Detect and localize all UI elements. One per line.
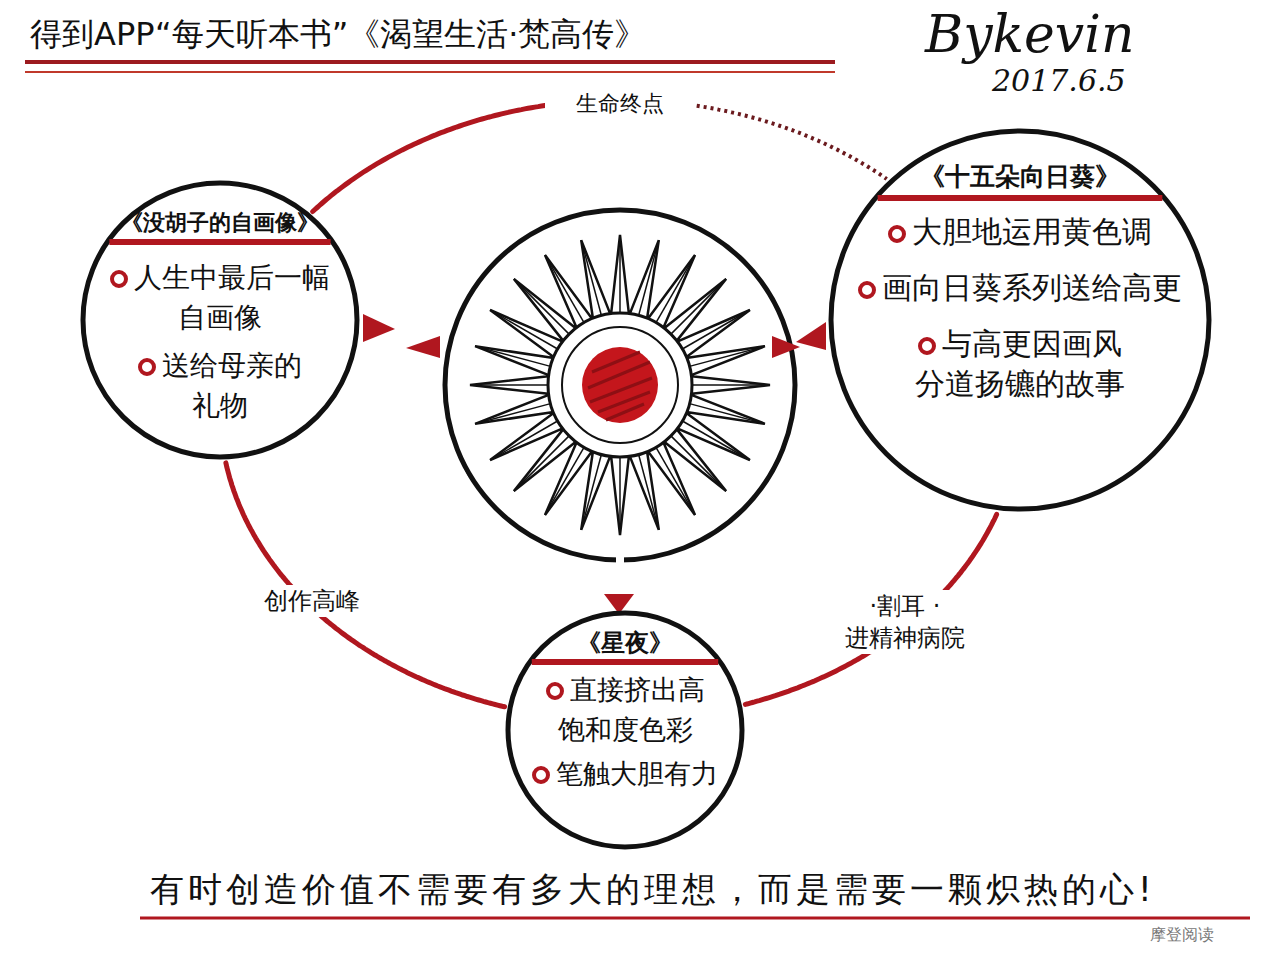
edge-label: ·割耳 ·进精神病院 bbox=[810, 590, 1000, 654]
caption-underline bbox=[140, 917, 1250, 920]
sun-ray bbox=[690, 346, 765, 366]
bullet-text: 笔触大胆有力 bbox=[525, 754, 725, 794]
sun-ray bbox=[639, 240, 659, 315]
circle-border bbox=[83, 183, 357, 457]
sun-scribble bbox=[588, 352, 652, 420]
ring-gap bbox=[774, 469, 786, 482]
ring-gap bbox=[616, 554, 624, 566]
sun-ray bbox=[692, 384, 770, 386]
signature: Bykevin bbox=[925, 6, 1134, 63]
sun-ray bbox=[619, 235, 621, 313]
pointer-triangle bbox=[796, 322, 826, 350]
sun-spikes bbox=[470, 235, 770, 535]
work-circle: 《没胡子的自画像》人生中最后一幅自画像送给母亲的礼物 bbox=[80, 180, 360, 460]
sun-ray bbox=[475, 346, 550, 366]
bullet-text: 大胆地运用黄色调 bbox=[870, 212, 1170, 252]
sun-ray bbox=[514, 436, 569, 491]
sun-ray bbox=[581, 240, 601, 315]
circle-border bbox=[831, 131, 1209, 509]
pointer-triangle bbox=[772, 336, 800, 358]
solid-arc bbox=[226, 463, 505, 707]
sun-ray bbox=[690, 404, 765, 424]
sun-ray bbox=[475, 404, 550, 424]
sun-ray bbox=[619, 457, 621, 535]
title-underline bbox=[25, 60, 835, 64]
bullet-text: 送给母亲的礼物 bbox=[130, 346, 310, 426]
circle-heading: 《星夜》 bbox=[545, 628, 705, 658]
bullet-text: 画向日葵系列送给高更 bbox=[850, 268, 1190, 308]
pointer-triangle bbox=[363, 314, 395, 342]
sun-ray bbox=[490, 310, 557, 349]
sun-ray bbox=[470, 384, 548, 386]
caption-text: 有时创造价值不需要有多大的理想，而是需要一颗炽热的心! bbox=[150, 866, 1156, 912]
signature: 2017.6.5 bbox=[992, 64, 1126, 97]
sun-ray bbox=[682, 421, 750, 460]
sun-star bbox=[470, 235, 770, 535]
sun-ray bbox=[682, 310, 750, 349]
sun-ray bbox=[514, 279, 569, 334]
sun-ray bbox=[490, 421, 557, 460]
circle-heading: 《十五朵向日葵》 bbox=[900, 162, 1140, 192]
sun-ray bbox=[656, 447, 695, 515]
edge-label: 创作高峰 bbox=[232, 585, 392, 617]
bullet-text: 直接挤出高饱和度色彩 bbox=[535, 670, 715, 750]
circle-heading: 《没胡子的自画像》 bbox=[100, 208, 340, 238]
sun-ray bbox=[656, 255, 695, 323]
heading-band bbox=[878, 195, 1163, 201]
pointer-triangle bbox=[406, 336, 440, 358]
sun-ray bbox=[545, 255, 584, 323]
work-circle: 《十五朵向日葵》大胆地运用黄色调画向日葵系列送给高更与高更因画风分道扬镳的故事 bbox=[828, 128, 1212, 512]
ring-connector bbox=[226, 463, 505, 707]
circle-border bbox=[508, 613, 742, 847]
page-title: 得到APP“每天听本书”《渴望生活·梵高传》 bbox=[30, 12, 646, 56]
sun-ray bbox=[671, 436, 726, 491]
title-underline bbox=[25, 71, 835, 73]
work-circle: 《星夜》直接挤出高饱和度色彩笔触大胆有力 bbox=[505, 610, 745, 850]
bullet-text: 人生中最后一幅自画像 bbox=[100, 258, 340, 338]
sun-ring bbox=[445, 210, 795, 560]
bullet-text: 与高更因画风分道扬镳的故事 bbox=[910, 324, 1130, 404]
ring-gap bbox=[456, 469, 468, 482]
sun-core bbox=[562, 327, 678, 443]
heading-band bbox=[109, 239, 330, 245]
sun-ray bbox=[545, 447, 584, 515]
watermark: 摩登阅读 bbox=[1150, 926, 1214, 944]
sun-ray bbox=[639, 455, 659, 530]
sun-ray bbox=[671, 279, 726, 334]
heading-band bbox=[532, 659, 718, 665]
sun-scribble bbox=[582, 347, 658, 423]
edge-label: 生命终点 bbox=[545, 88, 695, 120]
sun-ray bbox=[581, 455, 601, 530]
sun-core bbox=[548, 313, 692, 457]
